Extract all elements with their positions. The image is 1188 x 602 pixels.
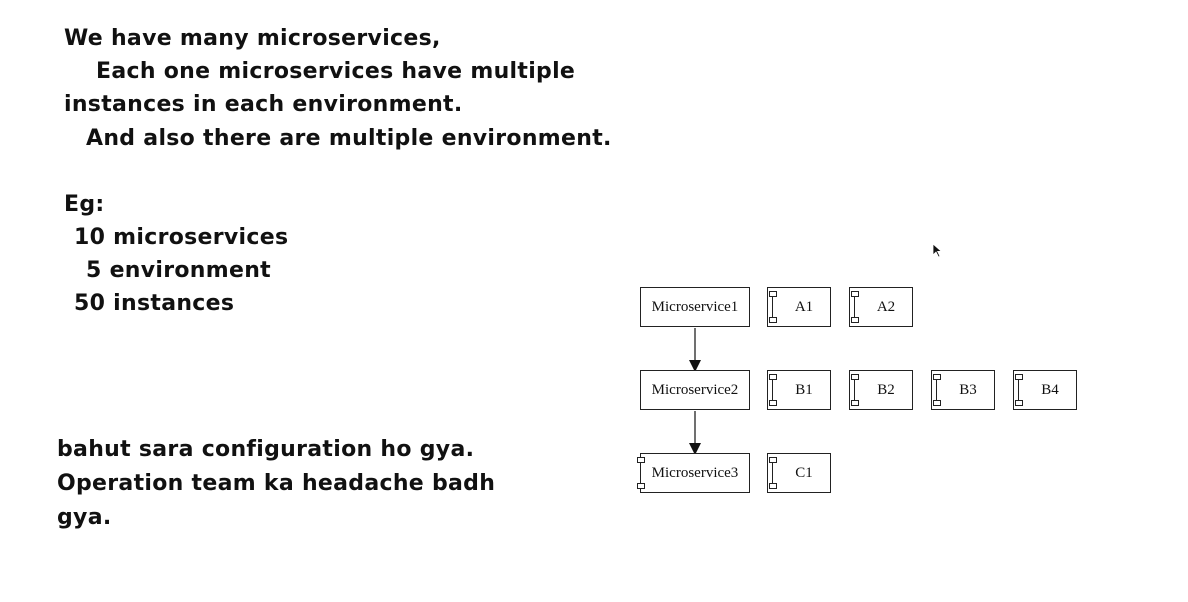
instance-b2-box: B2 bbox=[849, 370, 913, 410]
instance-c1-label: C1 bbox=[795, 465, 813, 481]
example-microservices: 10 microservices bbox=[74, 225, 289, 250]
component-icon bbox=[933, 374, 942, 406]
microservice1-label: Microservice1 bbox=[651, 299, 739, 315]
instance-b2-label: B2 bbox=[877, 382, 895, 398]
component-icon bbox=[851, 291, 860, 323]
instance-c1-box: C1 bbox=[767, 453, 831, 493]
component-icon bbox=[769, 374, 778, 406]
instance-a1-box: A1 bbox=[767, 287, 831, 327]
microservice1-box: Microservice1 bbox=[640, 287, 750, 327]
component-icon bbox=[637, 457, 646, 489]
mouse-cursor-icon bbox=[932, 243, 943, 258]
instance-a1-label: A1 bbox=[794, 299, 814, 315]
example-heading: Eg: bbox=[64, 192, 105, 217]
instance-a2-label: A2 bbox=[876, 299, 896, 315]
intro-line-3: instances in each environment. bbox=[64, 92, 463, 117]
intro-line-2: Each one microservices have multiple bbox=[96, 59, 576, 84]
instance-b1-label: B1 bbox=[795, 382, 813, 398]
component-icon bbox=[851, 374, 860, 406]
intro-line-1: We have many microservices, bbox=[64, 26, 441, 51]
component-icon bbox=[1015, 374, 1024, 406]
instance-b4-label: B4 bbox=[1041, 382, 1059, 398]
conclusion-line-2: Operation team ka headache badh bbox=[57, 471, 496, 496]
instance-b1-box: B1 bbox=[767, 370, 831, 410]
instance-b3-box: B3 bbox=[931, 370, 995, 410]
instance-a2-box: A2 bbox=[849, 287, 913, 327]
microservice3-label: Microservice3 bbox=[651, 465, 739, 481]
component-icon bbox=[769, 291, 778, 323]
microservice2-box: Microservice2 bbox=[640, 370, 750, 410]
microservice2-label: Microservice2 bbox=[651, 382, 739, 398]
intro-line-4: And also there are multiple environment. bbox=[86, 126, 612, 151]
instance-b3-label: B3 bbox=[959, 382, 977, 398]
instance-b4-box: B4 bbox=[1013, 370, 1077, 410]
conclusion-line-1: bahut sara configuration ho gya. bbox=[57, 437, 475, 462]
component-icon bbox=[769, 457, 778, 489]
conclusion-line-3: gya. bbox=[57, 505, 112, 530]
microservice3-box: Microservice3 bbox=[637, 453, 750, 493]
example-environments: 5 environment bbox=[86, 258, 271, 283]
example-instances: 50 instances bbox=[74, 291, 235, 316]
